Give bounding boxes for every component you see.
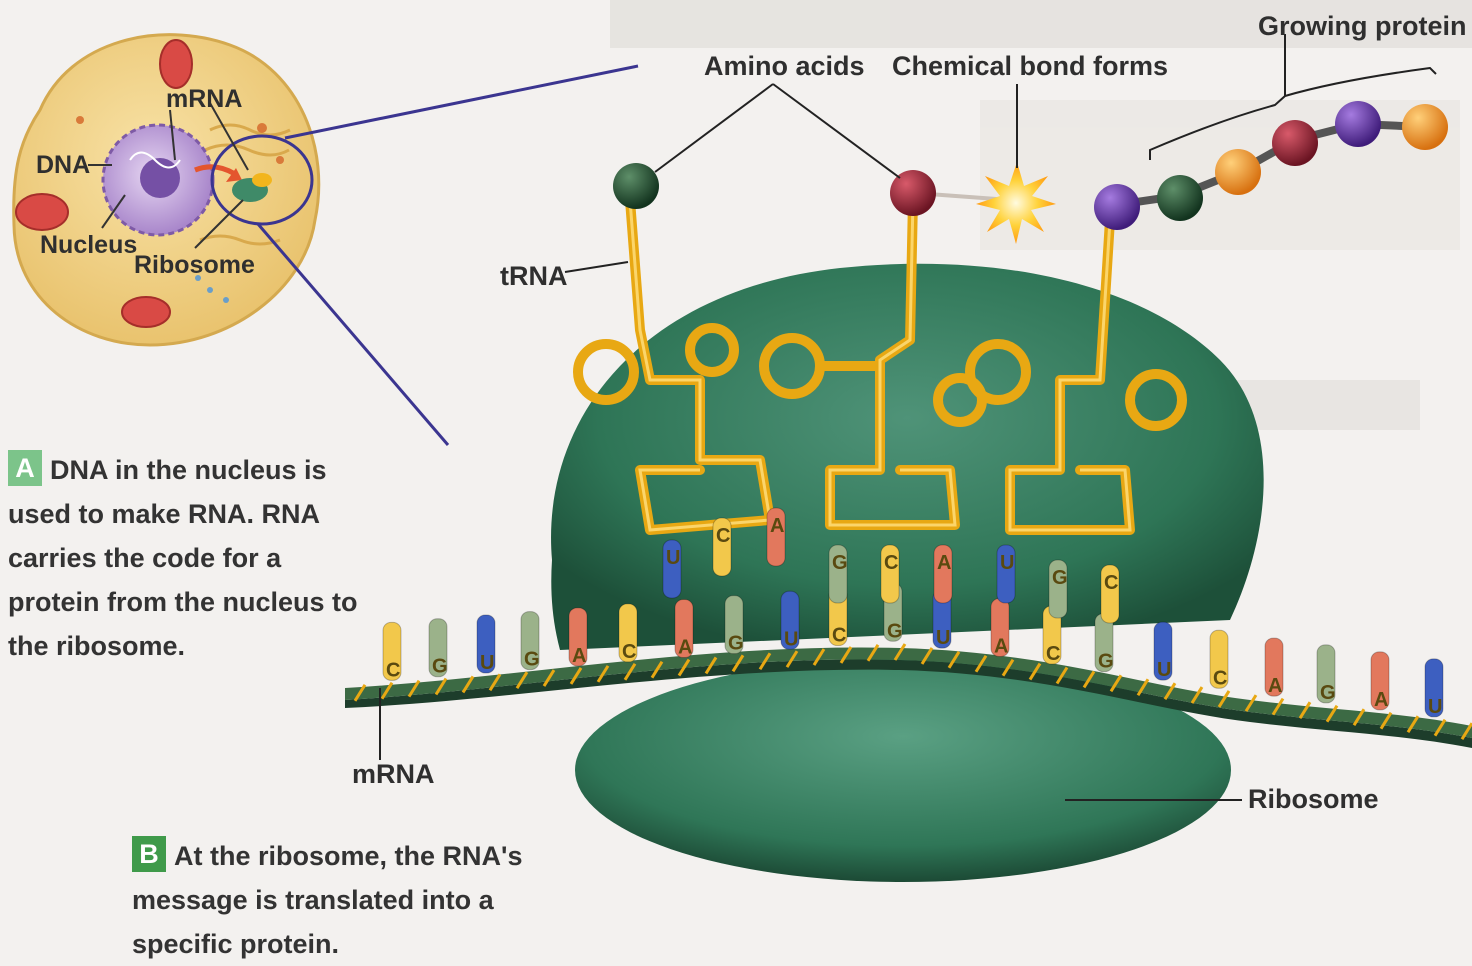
mrna-base-letter: U	[784, 628, 798, 650]
anticodon-base-letter: U	[666, 547, 680, 569]
caption-a-text: DNA in the nucleus is used to make RNA. …	[8, 455, 358, 661]
mrna-label: mRNA	[352, 759, 435, 789]
mrna-base-letter: C	[832, 625, 846, 647]
mrna-base-letter: U	[1157, 659, 1171, 681]
ribosome	[551, 264, 1264, 882]
anticodon-base-letter: C	[716, 525, 730, 547]
anticodon-base-letter: A	[937, 552, 951, 574]
anticodon-base-letter: U	[1000, 552, 1014, 574]
amino-acid-red	[1272, 120, 1318, 166]
mrna-base-letter: G	[728, 633, 744, 655]
amino-acids-label: Amino acids	[704, 51, 865, 81]
mrna-base-letter: G	[887, 620, 903, 642]
amino-acid-purple	[1094, 184, 1140, 230]
mrna-base-letter: A	[572, 645, 586, 667]
mitochondrion	[160, 40, 192, 88]
mrna-base-letter: U	[480, 652, 494, 674]
amino-acid-orange	[1402, 104, 1448, 150]
mrna-base-letter: G	[1098, 651, 1114, 673]
cell-inset: mRNA DNA Nucleus Ribosome	[14, 35, 638, 445]
trna-label: tRNA	[500, 261, 568, 291]
anticodon-base-letter: G	[1052, 567, 1068, 589]
mrna-base-letter: A	[678, 637, 692, 659]
caption-b-text: At the ribosome, the RNA's message is tr…	[132, 841, 522, 959]
amino-acid-green	[1157, 175, 1203, 221]
zoom-line-top	[285, 66, 638, 138]
mitochondrion	[122, 297, 170, 327]
chemical-bond-label: Chemical bond forms	[892, 51, 1168, 81]
mrna-base-letter: U	[1428, 696, 1442, 718]
mrna-base-letter: C	[1213, 667, 1227, 689]
ribosome-label: Ribosome	[1248, 784, 1379, 814]
mrna-base-letter: C	[1046, 643, 1060, 665]
mrna-base-letter: U	[936, 627, 950, 649]
amino-acid-purple	[1335, 101, 1381, 147]
caption-b-badge: B	[132, 836, 166, 872]
mrna-base-letter: A	[1374, 689, 1388, 711]
growing-protein-label: Growing protein	[1258, 11, 1467, 41]
amino-acid-green	[613, 163, 659, 209]
anticodon-base-letter: A	[770, 515, 784, 537]
mitochondrion	[16, 194, 68, 230]
caption-a-badge: A	[8, 450, 42, 486]
mrna-base-letter: A	[1268, 675, 1282, 697]
anticodon-base-letter: C	[884, 552, 898, 574]
mrna-base-letter: C	[386, 659, 400, 681]
mrna-base-letter: G	[432, 656, 448, 678]
mrna-base-letter: C	[622, 641, 636, 663]
anticodon-base-letter: G	[832, 552, 848, 574]
cell-ribosome-label: Ribosome	[134, 251, 255, 279]
mrna-base-letter: G	[1320, 682, 1336, 704]
mrna-base-letter: G	[524, 649, 540, 671]
anticodon-base-letter: C	[1104, 572, 1118, 594]
cell-nucleus-label: Nucleus	[40, 231, 137, 259]
zoom-line-bottom	[258, 224, 448, 445]
cell-dna-label: DNA	[36, 151, 90, 179]
mrna-base-letter: A	[994, 636, 1008, 658]
amino-acid-orange	[1215, 149, 1261, 195]
cell-mrna-label: mRNA	[166, 85, 242, 113]
